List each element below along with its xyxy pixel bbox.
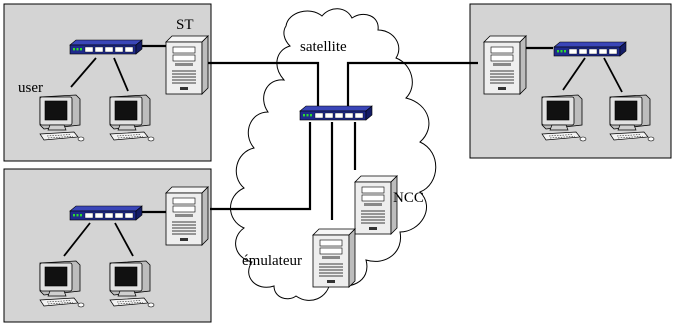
label-satellite: satellite — [300, 39, 347, 55]
server-tower-icon — [483, 35, 527, 95]
server-tower-icon — [165, 35, 209, 95]
label-st: ST — [176, 17, 194, 33]
link-cloud-switch-to-right-site — [346, 61, 478, 106]
server-tower-icon — [165, 186, 209, 246]
server-tower-icon — [354, 175, 398, 235]
link-bottom-site-to-cloud-switch — [210, 122, 312, 211]
network-switch-icon — [69, 39, 143, 55]
label-emulateur: émulateur — [242, 253, 302, 269]
network-switch-icon — [299, 105, 373, 121]
server-tower-icon — [312, 228, 356, 288]
link-st-to-cloud-switch — [205, 61, 320, 106]
lan-links — [63, 57, 623, 257]
label-user: user — [18, 80, 43, 96]
label-ncc: NCC — [393, 190, 424, 206]
network-links — [138, 44, 553, 220]
network-switch-icon — [553, 41, 627, 57]
network-switch-icon — [69, 205, 143, 221]
